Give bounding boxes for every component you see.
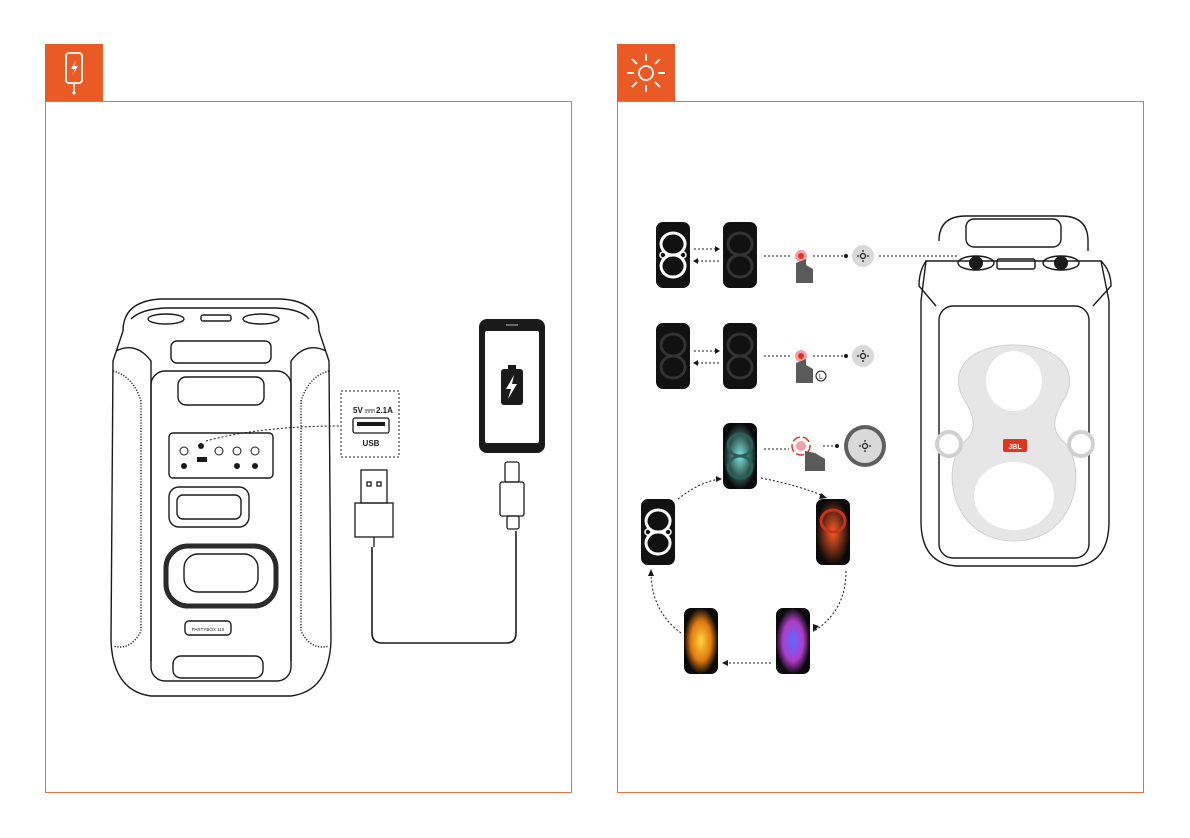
- usb-current: 2.1A: [376, 406, 393, 415]
- step-1-light-off-on: [656, 222, 959, 288]
- battery-charging-icon: [501, 365, 523, 405]
- light-effect-cycle: [641, 476, 850, 674]
- light-panel: L: [617, 101, 1144, 793]
- control-panel-ports: [180, 443, 259, 469]
- charging-diagram: PARTYBOX 110 5V 2.1A USB: [46, 102, 573, 794]
- usb-cable: [372, 531, 516, 643]
- usb-label: USB: [363, 439, 380, 448]
- speaker-badge-text: PARTYBOX 110: [192, 627, 225, 632]
- light-diagram: L: [618, 102, 1145, 794]
- press-hold-finger-icon: L: [795, 350, 826, 383]
- press-finger-icon: [795, 250, 813, 283]
- smartphone: [479, 319, 545, 453]
- charging-tab: [45, 44, 103, 101]
- charging-phone-icon: [45, 44, 103, 101]
- rotate-finger-icon: [792, 437, 825, 471]
- jbl-logo-text: JBL: [1008, 444, 1022, 451]
- hold-symbol: L: [819, 374, 823, 381]
- usb-voltage: 5V: [353, 406, 363, 415]
- step-3-rotate: [723, 423, 886, 489]
- speaker-front-view: [111, 299, 331, 696]
- light-tab: [617, 44, 675, 101]
- usb-a-plug: [355, 470, 393, 547]
- charging-panel: PARTYBOX 110 5V 2.1A USB: [45, 101, 572, 793]
- usb-c-plug: [500, 462, 524, 529]
- step-2-light-hold: L: [656, 323, 874, 389]
- sun-light-icon: [617, 44, 675, 101]
